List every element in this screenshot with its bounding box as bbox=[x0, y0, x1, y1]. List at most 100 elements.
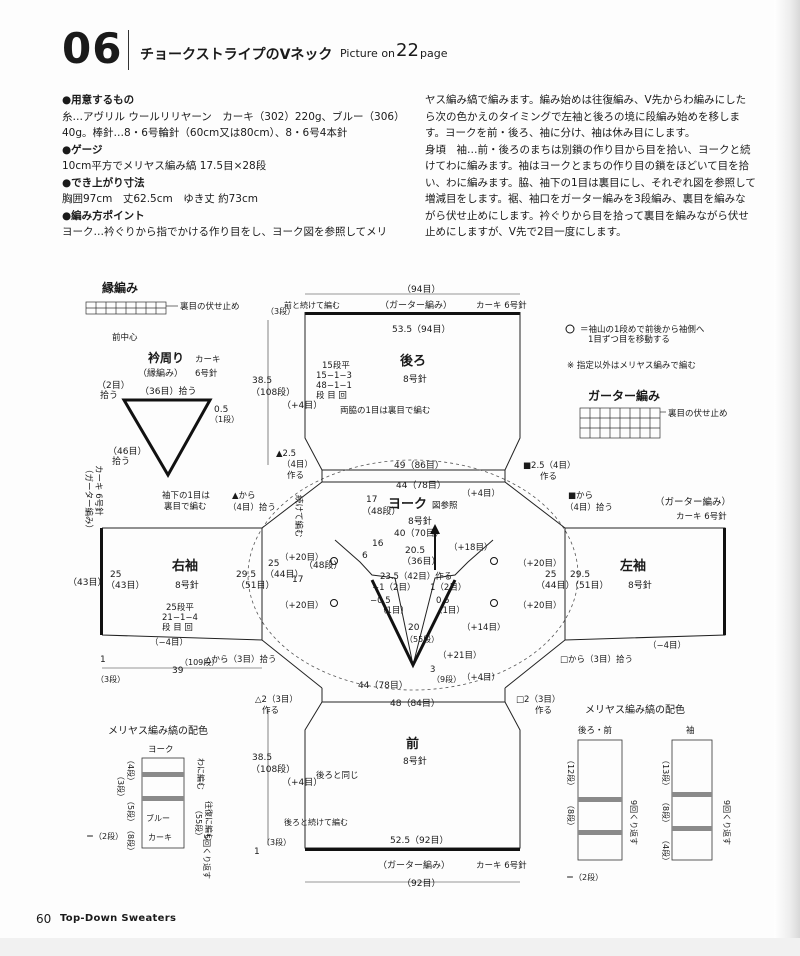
rs-3dan: （3段） bbox=[96, 674, 125, 684]
size-heading: ●でき上がり寸法 bbox=[62, 176, 145, 189]
back-3dan: （3段） bbox=[266, 306, 295, 316]
ls-44: （44目） bbox=[536, 580, 574, 591]
stripe-a-blue: ブルー bbox=[146, 813, 170, 823]
stripe-b-9: 9回くり返す bbox=[629, 800, 638, 845]
back-continue: 前と続けて編む bbox=[284, 300, 340, 310]
front-needle: 8号針 bbox=[403, 755, 427, 767]
back-94-top: （94目） bbox=[402, 284, 440, 295]
neckband-title: 衿周り bbox=[148, 350, 184, 365]
stripe-a-5kai: 5回くり返す bbox=[202, 834, 211, 879]
yoke-16: 16 bbox=[372, 539, 384, 549]
materials-heading: ●用意するもの bbox=[62, 94, 135, 106]
stripe-a-khaki: カーキ bbox=[148, 833, 172, 842]
yoke-arrow-head bbox=[430, 524, 440, 534]
neckband-shape bbox=[121, 398, 213, 479]
ls-295: 29.5 bbox=[570, 570, 590, 580]
yoke-25b: ■2.5（4目） bbox=[523, 460, 575, 471]
ls-minus4: （−4目） bbox=[648, 640, 686, 651]
ls-garter-needle: カーキ 6号針 bbox=[676, 511, 727, 522]
stripe-b-eq: ＝（2段） bbox=[566, 872, 603, 882]
rs-44: （44目） bbox=[265, 569, 303, 580]
rs-51: （51目） bbox=[236, 580, 274, 591]
rs-48: （48段） bbox=[304, 559, 342, 571]
gauge-heading: ●ゲージ bbox=[62, 143, 103, 156]
rs-dec-3: 段 目 回 bbox=[162, 622, 193, 633]
stripe-b-sleeve: 袖 bbox=[686, 725, 695, 736]
left-sleeve-title: 左袖 bbox=[620, 558, 646, 574]
front-plus4: （+4目） bbox=[282, 777, 322, 788]
back-dec-2: 15−1−3 bbox=[316, 371, 352, 381]
instruction-line: 増減目をします。裾、袖口をガーター編みを3段編み、裏目を編みな bbox=[425, 193, 746, 205]
stripe-b-12: （12段） bbox=[566, 756, 576, 790]
garter-side-label: （ガーター編み） bbox=[83, 465, 94, 533]
neck-2-label: （2目） bbox=[97, 380, 130, 391]
stripe-b-body: 後ろ・前 bbox=[578, 725, 613, 736]
front-d2b: 作る bbox=[262, 705, 279, 716]
rs-note-2: 裏目で編む bbox=[164, 501, 207, 512]
instructions-column: ヤス編み縞で編みます。編み始めは往復編み、V先からわ編みにした ら次の色かえのタ… bbox=[425, 92, 770, 241]
yoke-plus4a: （+4目） bbox=[462, 488, 500, 499]
front-525: 52.5（92目） bbox=[390, 835, 449, 846]
rs-dec-1: 25段平 bbox=[166, 602, 194, 613]
transfer-mark-icon bbox=[490, 557, 498, 565]
yoke-plus21: （+21目） bbox=[438, 650, 481, 661]
stripe-a-3dan: （3段） bbox=[116, 772, 126, 801]
yoke-back-band bbox=[321, 470, 506, 483]
rs-25: 25 bbox=[110, 570, 121, 580]
yoke-17: 17 bbox=[366, 495, 377, 505]
neckband-color: カーキ bbox=[195, 355, 221, 365]
front-sq2b: 作る bbox=[535, 705, 552, 716]
ls-garter: （ガーター編み） bbox=[655, 496, 731, 508]
pattern-title: チョークストライプのVネック bbox=[140, 47, 333, 63]
stripe-a-8dan: （8段） bbox=[126, 826, 136, 855]
rs-tri: △から（3目）拾う bbox=[205, 654, 276, 665]
rs-17: 17 bbox=[292, 575, 303, 585]
yoke-235: 23.5（42目）作る bbox=[380, 571, 452, 582]
yoke-tsukuru: 作る bbox=[287, 470, 304, 481]
front-108: （108段） bbox=[251, 763, 295, 775]
yoke-55: （55段） bbox=[405, 634, 439, 644]
right-sleeve-cuff bbox=[100, 528, 103, 635]
neck-2-pick: 拾う bbox=[100, 389, 118, 401]
back-needle: 8号針 bbox=[403, 373, 427, 385]
right-sleeve-needle: 8号針 bbox=[175, 579, 199, 591]
neckband-sub: （縁編み） bbox=[138, 367, 183, 379]
gauge-text: 10cm平方でメリヤス編み縞 17.5目×28段 bbox=[62, 160, 267, 172]
yoke-20: 20 bbox=[408, 623, 420, 633]
stripe-a-4dan: （4段） bbox=[126, 756, 136, 785]
left-sleeve-yoke-join bbox=[504, 481, 566, 689]
picture-on-label: Picture on bbox=[340, 47, 396, 60]
front-92: （92目） bbox=[402, 878, 440, 889]
back-garter-band bbox=[305, 312, 520, 315]
stripe-b-4: （4段） bbox=[661, 836, 671, 865]
materials-line: 糸…アヴリル ウールリリヤーン カーキ（302）220g、ブルー（306） bbox=[62, 110, 405, 123]
rs-dec-2: 21−1−4 bbox=[162, 613, 198, 623]
yoke-36: （36目） bbox=[402, 556, 440, 567]
garter-note: 裏目の伏せ止め bbox=[668, 408, 728, 419]
yoke-205: 20.5 bbox=[405, 546, 425, 556]
front-v-neck bbox=[370, 579, 457, 669]
stripe-b-8c: （8段） bbox=[661, 798, 671, 827]
rs-295: 29.5 bbox=[236, 570, 256, 580]
yoke-44: 44（78目） bbox=[396, 480, 446, 491]
stripe-a-eq: ＝（2段） bbox=[86, 831, 123, 841]
header-divider bbox=[128, 30, 129, 70]
instruction-line: けてわに編みます。袖はヨークとまちの作り目の鎖をほどいて目を拾 bbox=[425, 160, 750, 172]
neck-36-label: （36目）拾う bbox=[140, 385, 196, 397]
yoke-25a: ▲2.5 bbox=[276, 449, 296, 459]
yoke-continue: 続けて編む bbox=[293, 495, 304, 538]
rs-1: 1 bbox=[100, 655, 106, 665]
right-sleeve-title: 右袖 bbox=[171, 558, 198, 574]
yoke-1m-b: （1目） bbox=[434, 605, 465, 616]
back-534: 53.5（94目） bbox=[392, 324, 451, 335]
edge-center-label: 前中心 bbox=[112, 332, 138, 343]
back-garter-label: （ガーター編み） bbox=[380, 299, 452, 311]
ls-plus20a: （+20目） bbox=[518, 558, 561, 569]
stripe-a-back-forth: 往復に編む bbox=[204, 801, 214, 841]
ls-sq: □から（3目）拾う bbox=[560, 654, 633, 665]
ls-25: 25 bbox=[545, 570, 556, 580]
rs-note-1: 袖下の1目は bbox=[162, 490, 210, 501]
back-plus4: （+4目） bbox=[282, 400, 322, 411]
front-sq2: □2（3目） bbox=[516, 694, 560, 705]
front-3dan: （3段） bbox=[262, 837, 291, 847]
